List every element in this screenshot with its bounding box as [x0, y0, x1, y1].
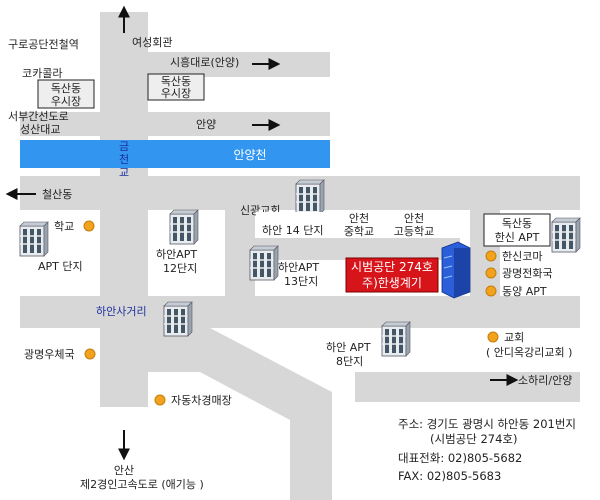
- church-sub-label: ( 안디옥강리교회 ): [486, 346, 572, 359]
- svg-text:독산동: 독산동: [161, 75, 191, 88]
- bridge-char-2: 천: [119, 152, 129, 166]
- apartment-building-icon: [295, 179, 325, 215]
- dongyang-apt-label: 동양 APT: [502, 285, 547, 298]
- fax-number: FAX: 02)805-5683: [398, 469, 501, 483]
- gwangmyeong-post-label: 광명우체국: [24, 348, 75, 361]
- ancheon-middle-label-1: 안천: [349, 211, 369, 225]
- diagonal-road: [148, 328, 332, 500]
- landmark-dot-icon: [485, 267, 497, 279]
- bridge-char-1: 금: [119, 140, 129, 153]
- ancheon-high-label-1: 안천: [404, 211, 424, 225]
- haan12-label-2: 12단지: [163, 262, 197, 275]
- siheung-road: [148, 52, 330, 77]
- haan-road: [20, 296, 580, 328]
- bridge-char-3: 교: [119, 166, 129, 179]
- ancheon-middle-block: [330, 212, 388, 238]
- haan-intersection-label: 하안사거리: [96, 304, 147, 318]
- cocacola-label: 코카콜라: [22, 67, 62, 80]
- contact-info: 주소: 경기도 광명시 하안동 201번지 (시범공단 274호) 대표전화: …: [398, 417, 576, 483]
- address-line-1: 주소: 경기도 광명시 하안동 201번지: [398, 417, 576, 431]
- sohari-label: 소하리/안양: [518, 373, 572, 387]
- apartment-building-icon: [169, 209, 199, 245]
- haan12-label-1: 하안APT: [156, 247, 197, 261]
- company-location-marker[interactable]: 시범공단 274호 주)한생계기: [345, 257, 439, 293]
- doksan-hanshin-label-1: 독산동: [502, 217, 532, 230]
- haan14-block: [256, 212, 324, 236]
- apartment-building-icon: [163, 301, 193, 337]
- anyang-direction-label: 안양: [196, 118, 216, 131]
- cheolsan-label: 철산동: [42, 188, 72, 201]
- doksan-hanshin-label-2: 한신 APT: [495, 231, 540, 244]
- siheung-road-label: 시흥대로(안양): [170, 55, 239, 69]
- doksan-market-left: 독산동 우시장: [37, 79, 95, 109]
- apartment-building-icon: [19, 221, 49, 257]
- phone-number: 대표전화: 02)805-5682: [398, 451, 522, 465]
- yeoseong-hall-label: 여성회관: [132, 36, 172, 49]
- haan8-label-2: 8단지: [336, 355, 363, 368]
- haan13-label-2: 13단지: [284, 275, 318, 288]
- apt-complex-label: APT 단지: [38, 260, 83, 273]
- expressway-label: 제2경인고속도로 (애기능 ): [80, 478, 204, 491]
- seobu-road-label: 서부간선도로: [8, 110, 69, 123]
- ancheon-high-label-2: 고등학교: [394, 225, 434, 238]
- sohari-road: [355, 372, 580, 402]
- church-label: 교회: [504, 331, 524, 344]
- doksan-market-right: 독산동 우시장: [147, 73, 205, 101]
- address-line-2: (시범공단 274호): [430, 432, 517, 446]
- anyang-stream-label: 안양천: [233, 147, 266, 162]
- doksan-hanshin-block: [483, 213, 551, 247]
- apartment-building-icon: [249, 245, 279, 281]
- landmark-dot-icon: [485, 285, 497, 297]
- svg-text:우시장: 우시장: [51, 95, 81, 108]
- car-auction-label: 자동차경매장: [171, 394, 232, 407]
- landmark-dot-icon: [83, 220, 95, 232]
- ansan-label: 안산: [114, 464, 134, 477]
- haan8-label-1: 하안 APT: [326, 340, 371, 354]
- school-road: [255, 238, 460, 260]
- company-address-label: 시범공단 274호: [351, 260, 433, 274]
- gwangmyeong-tel-label: 광명전화국: [502, 267, 553, 280]
- seongsan-bridge-label: 성산대교: [20, 123, 60, 136]
- apartment-building-icon: [381, 321, 411, 357]
- ancheon-middle-label-2: 중학교: [344, 225, 374, 238]
- apartment-building-icon: [551, 217, 581, 253]
- direction-arrows: [5, 5, 519, 461]
- office-tower-icon: [441, 241, 471, 299]
- school-label: 학교: [54, 220, 74, 233]
- hanshin-coma-label: 한신코마: [502, 250, 542, 263]
- landmark-dot-icon: [154, 394, 166, 406]
- haan14-label: 하안 14 단지: [262, 223, 323, 237]
- guro-station-label: 구로공단전철역: [8, 38, 79, 51]
- landmark-dot-icon: [84, 348, 96, 360]
- haan13-label-1: 하안APT: [278, 260, 319, 274]
- ancheon-high-block: [390, 212, 448, 238]
- landmark-dot-icon: [485, 250, 497, 262]
- anyang-stream: [20, 140, 330, 168]
- landmark-dot-icon: [487, 331, 499, 343]
- svg-text:우시장: 우시장: [161, 87, 191, 100]
- svg-text:독산동: 독산동: [51, 82, 81, 95]
- company-name-label: 주)한생계기: [362, 276, 422, 290]
